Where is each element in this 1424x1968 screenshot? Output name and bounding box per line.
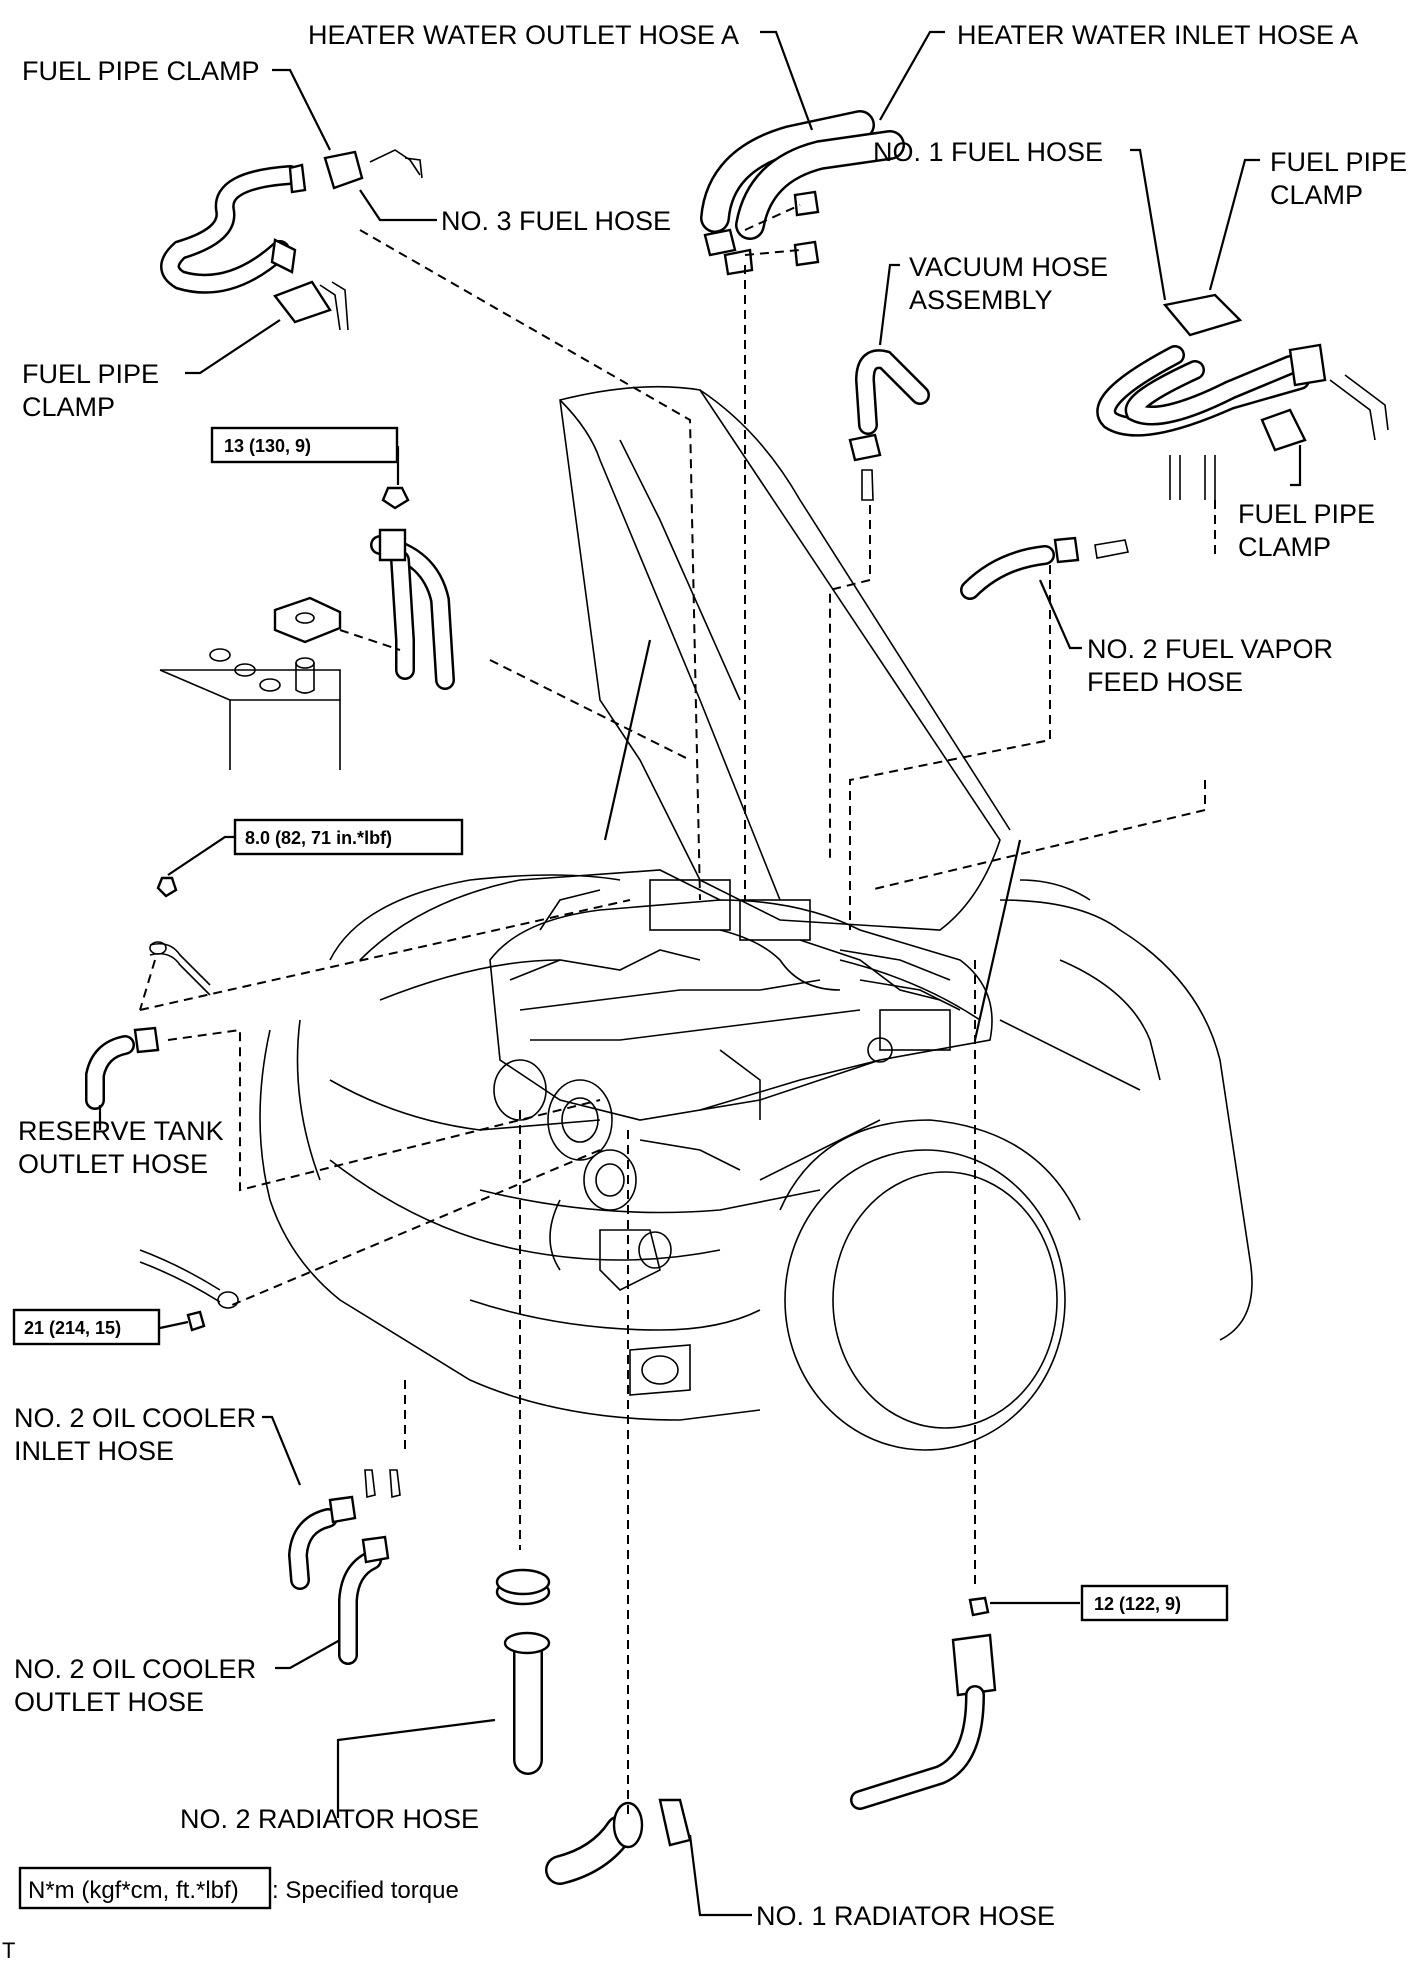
bolt-wire-part — [139, 1249, 239, 1332]
part-labels: HEATER WATER OUTLET HOSE A HEATER WATER … — [14, 20, 1407, 1931]
label-vacuum-hose-assembly-line1: VACUUM HOSE — [909, 252, 1108, 282]
reserve-tank-hose-part — [85, 1026, 160, 1110]
no2-fuel-vapor-hose-part — [960, 536, 1129, 600]
label-no1-fuel-hose: NO. 1 FUEL HOSE — [873, 137, 1103, 167]
alignment-lines — [139, 229, 1216, 1820]
label-fuel-pipe-clamp-top-right-line1: FUEL PIPE — [1270, 147, 1407, 177]
battery — [159, 486, 455, 770]
label-heater-water-outlet-hose-a: HEATER WATER OUTLET HOSE A — [308, 20, 739, 50]
torque-sensor-nut: 12 (122, 9) — [1094, 1594, 1181, 1614]
legend-unit-text: N*m (kgf*cm, ft.*lbf) — [28, 1877, 239, 1904]
torque-box-engine-bolt — [12, 1308, 161, 1346]
oil-cooler-hoses-part — [287, 1469, 401, 1665]
label-no2-oil-cooler-inlet-hose-line2: INLET HOSE — [14, 1436, 174, 1466]
label-heater-water-inlet-hose-a: HEATER WATER INLET HOSE A — [957, 20, 1358, 50]
label-reserve-tank-outlet-hose-line2: OUTLET HOSE — [18, 1149, 208, 1179]
torque-box-ground-bolt — [233, 818, 464, 856]
heater-hoses-part — [700, 110, 905, 276]
torque-engine-bolt: 21 (214, 15) — [24, 1318, 121, 1338]
label-no2-oil-cooler-outlet-hose-line2: OUTLET HOSE — [14, 1687, 204, 1717]
label-fuel-pipe-clamp-right-line1: FUEL PIPE — [1238, 499, 1375, 529]
label-fuel-pipe-clamp-right-line2: CLAMP — [1238, 532, 1331, 562]
label-no2-radiator-hose: NO. 2 RADIATOR HOSE — [180, 1804, 479, 1834]
engine-assembly — [489, 879, 993, 1291]
torque-box-sensor-nut — [1080, 1584, 1229, 1622]
label-vacuum-hose-assembly-line2: ASSEMBLY — [909, 285, 1053, 315]
label-fuel-pipe-clamp-left-line2: CLAMP — [22, 392, 115, 422]
ground-wire-part — [149, 876, 211, 996]
vacuum-hose-part — [848, 349, 930, 501]
torque-legend: N*m (kgf*cm, ft.*lbf) : Specified torque — [18, 1866, 459, 1910]
label-no2-oil-cooler-inlet-hose-line1: NO. 2 OIL COOLER — [14, 1403, 256, 1433]
label-fuel-pipe-clamp-top-right-line2: CLAMP — [1270, 180, 1363, 210]
torque-ground-bolt: 8.0 (82, 71 in.*lbf) — [245, 828, 392, 848]
legend-unit-box — [18, 1866, 272, 1910]
label-no2-fuel-vapor-feed-hose-line2: FEED HOSE — [1087, 667, 1243, 697]
footer-mark: T — [2, 1938, 15, 1963]
no2-radiator-hose-part — [495, 1568, 551, 1775]
torque-battery-clamp: 13 (130, 9) — [224, 436, 311, 456]
leader-lines — [98, 30, 1302, 1917]
label-no3-fuel-hose: NO. 3 FUEL HOSE — [441, 206, 671, 236]
label-fuel-pipe-clamp-left-line1: FUEL PIPE — [22, 359, 159, 389]
no3-fuel-hose-part — [160, 149, 423, 331]
label-no2-fuel-vapor-feed-hose-line1: NO. 2 FUEL VAPOR — [1087, 634, 1333, 664]
label-fuel-pipe-clamp-top-left: FUEL PIPE CLAMP — [22, 56, 260, 86]
no1-radiator-hose-part — [545, 1798, 692, 1885]
label-no2-oil-cooler-outlet-hose-line1: NO. 2 OIL COOLER — [14, 1654, 256, 1684]
label-reserve-tank-outlet-hose-line1: RESERVE TANK — [18, 1116, 224, 1146]
torque-callouts: 13 (130, 9) 8.0 (82, 71 in.*lbf) 21 (214… — [12, 426, 1229, 1622]
no1-fuel-hose-part — [1096, 293, 1389, 500]
sensor-part — [850, 1596, 997, 1810]
torque-box-battery-clamp — [210, 426, 399, 464]
label-no1-radiator-hose: NO. 1 RADIATOR HOSE — [756, 1901, 1055, 1931]
legend-description: : Specified torque — [272, 1877, 459, 1904]
